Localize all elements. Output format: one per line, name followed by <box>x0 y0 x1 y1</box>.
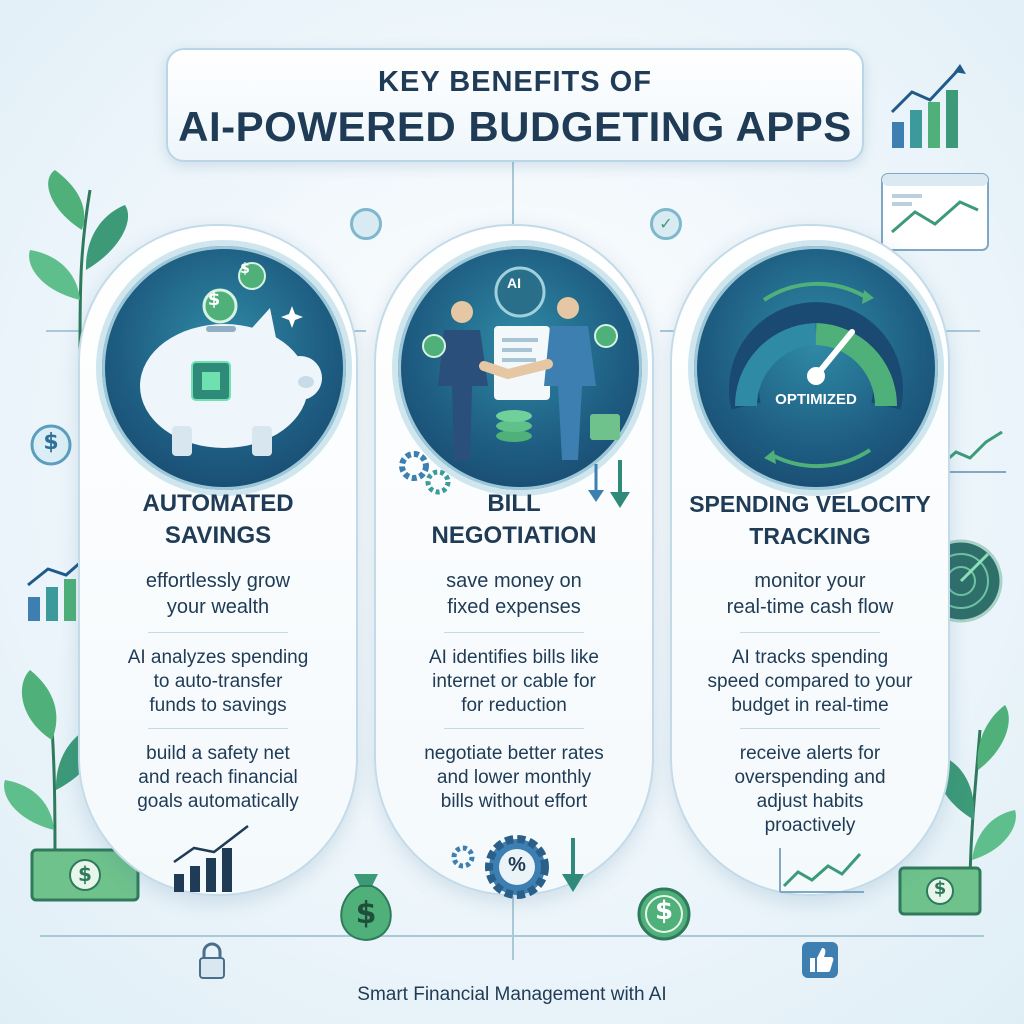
percent-symbol: % <box>508 854 526 876</box>
benefit-card-spending-velocity: OPTIMIZED SPENDING VELOCITY TRACKING mon… <box>670 224 950 896</box>
card-title-line: SAVINGS <box>164 522 272 549</box>
coin-dollar: $ <box>207 289 221 310</box>
down-arrow-icon <box>562 838 584 892</box>
coin-dollar: $ <box>240 261 250 277</box>
point-line: overspending and <box>734 767 886 788</box>
card-title: AUTOMATED SAVINGS <box>80 488 356 552</box>
thumbs-up-icon <box>802 942 838 978</box>
point-line: speed compared to your <box>707 671 913 692</box>
point-line: build a safety net <box>146 743 290 764</box>
tagline-line: monitor your <box>754 570 866 592</box>
gears-icon <box>399 451 451 495</box>
trend-chart-icon <box>779 848 864 893</box>
node-dot <box>350 208 382 240</box>
point-line: funds to savings <box>149 695 287 716</box>
down-arrows-icon <box>588 460 630 508</box>
lock-icon <box>199 942 225 979</box>
card-title-line: BILL <box>487 490 541 517</box>
banknote-icon <box>30 848 140 902</box>
card-title-line: SPENDING VELOCITY <box>689 491 931 517</box>
title-line-1: KEY BENEFITS OF <box>378 66 652 98</box>
check-node-icon: ✓ <box>650 208 682 240</box>
tagline-line: effortlessly grow <box>145 570 291 592</box>
point-line: for reduction <box>461 695 567 716</box>
divider <box>444 632 584 633</box>
tagline-line: real-time cash flow <box>726 596 894 618</box>
point-line: AI tracks spending <box>731 647 889 668</box>
connector-line <box>40 935 984 937</box>
percent-gear-icon <box>485 835 549 899</box>
card-point-2: receive alerts for overspending and adju… <box>682 742 938 838</box>
card-title-line: AUTOMATED <box>142 490 294 517</box>
dollar-symbol: $ <box>654 896 674 926</box>
point-line: negotiate better rates <box>424 743 604 764</box>
divider <box>740 728 880 729</box>
title-banner: KEY BENEFITS OF AI-POWERED BUDGETING APP… <box>166 48 864 162</box>
money-bag-dollar: $ <box>355 896 377 931</box>
benefit-card-automated-savings: $ $ AUTOMATED SAVINGS effortlessly grow … <box>78 224 358 896</box>
ai-gear-badge: AI <box>507 275 521 291</box>
money-bag-icon <box>340 874 392 942</box>
point-line: AI identifies bills like <box>428 647 600 668</box>
benefit-card-bill-negotiation: AI BILL NEGOTIATION save money on fixed … <box>374 224 654 899</box>
point-line: receive alerts for <box>739 743 881 764</box>
growth-chart-icon <box>173 825 249 892</box>
tagline-line: your wealth <box>166 596 270 618</box>
card-title: SPENDING VELOCITY TRACKING <box>672 488 948 552</box>
card-point-1: AI analyzes spending to auto-transfer fu… <box>90 646 346 718</box>
point-line: budget in real-time <box>731 695 889 716</box>
card-title-line: TRACKING <box>749 523 871 549</box>
dollar-symbol: $ <box>43 430 59 455</box>
leaf-decoration-left-top <box>29 170 129 350</box>
point-line: internet or cable for <box>432 671 596 692</box>
point-line: proactively <box>764 815 856 836</box>
card-tagline: effortlessly grow your wealth <box>90 568 346 620</box>
card-title: BILL NEGOTIATION <box>376 488 652 552</box>
card-tagline: monitor your real-time cash flow <box>682 568 938 620</box>
tagline-line: save money on <box>446 570 582 592</box>
divider <box>444 728 584 729</box>
card-point-2: build a safety net and reach financial g… <box>90 742 346 814</box>
connector-line <box>512 158 514 226</box>
bar-chart-icon <box>890 64 966 148</box>
dollar-coin-icon <box>30 424 72 466</box>
small-gear-icon <box>451 845 475 869</box>
connector-line <box>512 890 514 960</box>
point-line: to auto-transfer <box>153 671 283 692</box>
footer-caption: Smart Financial Management with AI <box>357 984 667 1005</box>
point-line: goals automatically <box>137 791 299 812</box>
point-line: and reach financial <box>138 767 298 788</box>
divider <box>740 632 880 633</box>
card-point-1: AI tracks spending speed compared to you… <box>682 646 938 718</box>
point-line: and lower monthly <box>436 767 592 788</box>
piggy-bank-illustration <box>96 240 352 496</box>
banknote-dollar: $ <box>933 878 947 899</box>
divider <box>148 728 288 729</box>
card-tagline: save money on fixed expenses <box>386 568 642 620</box>
card-point-2: negotiate better rates and lower monthly… <box>386 742 642 814</box>
dollar-coin-icon <box>637 887 691 941</box>
speedometer-illustration <box>688 240 944 496</box>
point-line: bills without effort <box>440 791 588 812</box>
tagline-line: fixed expenses <box>447 596 581 618</box>
point-line: adjust habits <box>756 791 864 812</box>
leaf-decoration-left-bottom <box>4 670 99 860</box>
banknote-dollar: $ <box>78 862 92 886</box>
card-title-line: NEGOTIATION <box>431 522 597 549</box>
card-point-1: AI identifies bills like internet or cab… <box>386 646 642 718</box>
point-line: AI analyzes spending <box>127 647 309 668</box>
title-line-2: AI-POWERED BUDGETING APPS <box>178 103 852 150</box>
divider <box>148 632 288 633</box>
handshake-illustration <box>392 240 648 496</box>
gauge-label: OPTIMIZED <box>775 391 857 408</box>
banknote-icon <box>898 866 982 916</box>
dashboard-chart-icon <box>881 173 989 251</box>
